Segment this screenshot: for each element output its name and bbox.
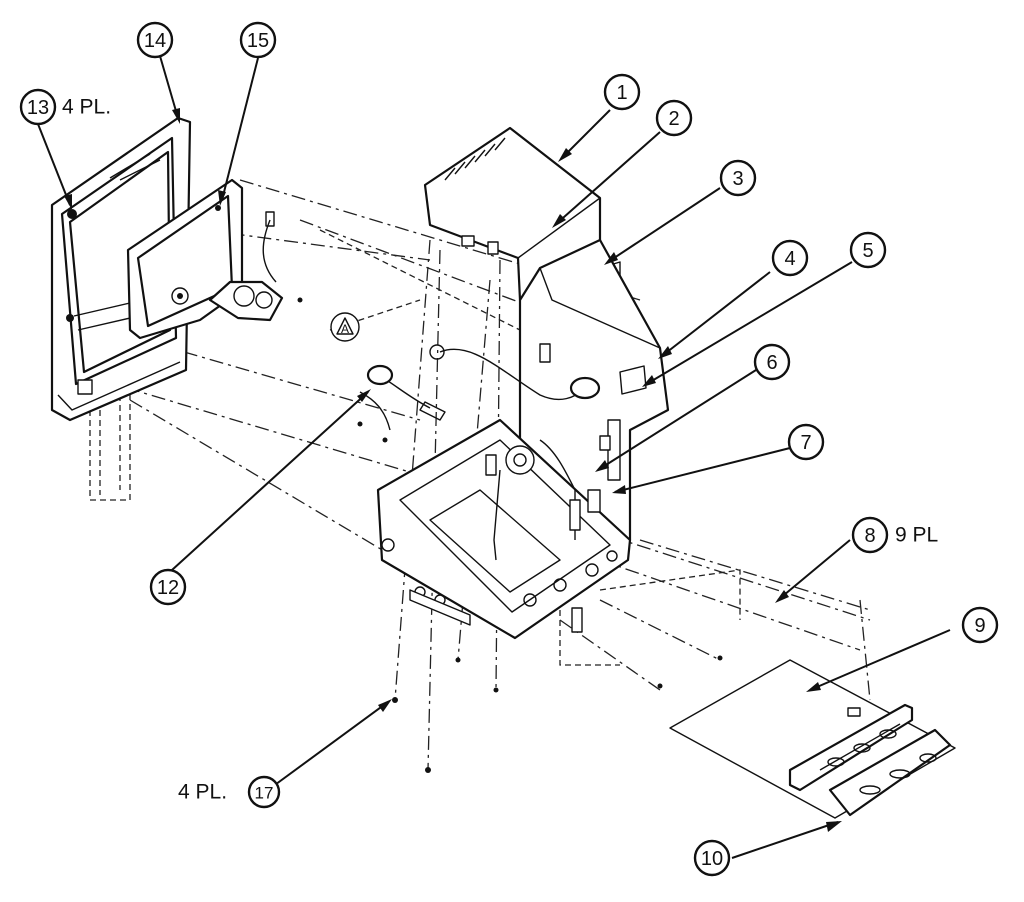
callout-2-number: 2 xyxy=(668,108,679,130)
crt-tube xyxy=(126,178,284,340)
callout-7-number: 7 xyxy=(800,432,811,454)
callout-17: 17 xyxy=(247,775,281,809)
vent-slots xyxy=(444,137,506,181)
callout-12: 12 xyxy=(149,568,187,606)
callout-1-number: 1 xyxy=(616,82,627,104)
callout-9-number: 9 xyxy=(974,615,985,637)
quantity-label-13: 4 PL. xyxy=(62,96,111,119)
marker-a-label: A xyxy=(341,322,349,336)
reference-marker-a: A xyxy=(330,312,360,342)
front-plate xyxy=(828,728,952,817)
callout-3: 3 xyxy=(719,159,757,197)
callout-7: 7 xyxy=(787,423,825,461)
callout-8: 8 xyxy=(851,516,889,554)
callout-15-number: 15 xyxy=(247,30,269,52)
quantity-label-8: 9 PL xyxy=(895,524,938,547)
callout-10-number: 10 xyxy=(701,848,723,870)
callout-14: 14 xyxy=(136,21,174,59)
callout-13: 13 xyxy=(19,88,57,126)
callout-1: 1 xyxy=(603,73,641,111)
callout-6: 6 xyxy=(753,343,791,381)
callout-4: 4 xyxy=(771,239,809,277)
chassis-tray xyxy=(376,418,632,640)
callout-15: 15 xyxy=(239,21,277,59)
callout-17-number: 17 xyxy=(255,784,274,803)
leader-lines xyxy=(37,55,951,859)
callout-6-number: 6 xyxy=(766,352,777,374)
callout-9: 9 xyxy=(961,606,999,644)
screws xyxy=(297,297,723,773)
callout-4-number: 4 xyxy=(784,248,795,270)
callout-2: 2 xyxy=(655,99,693,137)
callout-8-number: 8 xyxy=(864,525,875,547)
callout-13-number: 13 xyxy=(27,97,49,119)
callout-10: 10 xyxy=(693,839,731,877)
callout-12-number: 12 xyxy=(157,577,179,599)
bottom-panel xyxy=(669,659,956,819)
callout-3-number: 3 xyxy=(732,168,743,190)
quantity-label-17: 4 PL. xyxy=(178,781,227,804)
callout-14-number: 14 xyxy=(144,30,166,52)
callout-5-number: 5 xyxy=(862,240,873,262)
wiring-harness xyxy=(359,344,601,633)
callout-5: 5 xyxy=(849,231,887,269)
